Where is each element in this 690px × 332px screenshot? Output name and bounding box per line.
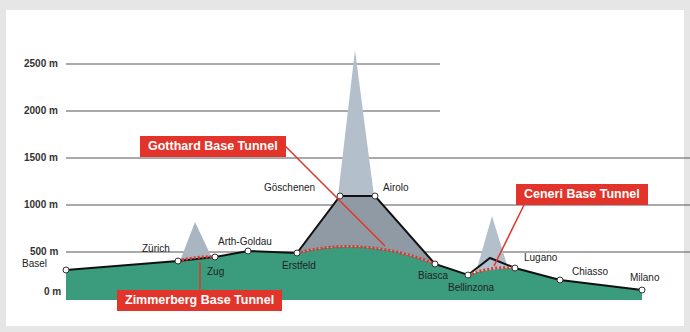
leader-line: [286, 147, 385, 247]
axis-label: 2500 m: [24, 58, 58, 70]
station-label: Basel: [22, 258, 47, 270]
station-label: Göschenen: [264, 182, 315, 194]
station-label: Erstfeld: [282, 260, 316, 272]
station-label: Bellinzona: [448, 282, 494, 294]
tunnel-label-box: Zimmerberg Base Tunnel: [117, 290, 282, 311]
tunnel-label-box: Gotthard Base Tunnel: [140, 136, 286, 157]
axis-label: 2000 m: [24, 105, 58, 117]
tunnel-label-box: Ceneri Base Tunnel: [516, 184, 648, 205]
station-label: Arth-Goldau: [218, 236, 272, 248]
tunnel-name: Zimmerberg Base Tunnel: [125, 293, 274, 307]
tunnel-name: Gotthard Base Tunnel: [148, 139, 278, 153]
leader-line: [494, 205, 524, 266]
tunnel-name: Ceneri Base Tunnel: [524, 187, 640, 201]
axis-label: 1500 m: [24, 152, 58, 164]
station-label: Milano: [630, 272, 659, 284]
station-label: Chiasso: [572, 266, 608, 278]
station-label: Zug: [207, 266, 224, 278]
station-label: Airolo: [383, 182, 409, 194]
axis-label: 1000 m: [24, 199, 58, 211]
station-label: Lugano: [524, 252, 557, 264]
leader-line: [199, 262, 201, 290]
station-label: Zürich: [142, 243, 170, 255]
axis-label: 500 m: [30, 246, 58, 258]
axis-label: 0 m: [44, 286, 61, 298]
station-label: Biasca: [418, 270, 448, 282]
